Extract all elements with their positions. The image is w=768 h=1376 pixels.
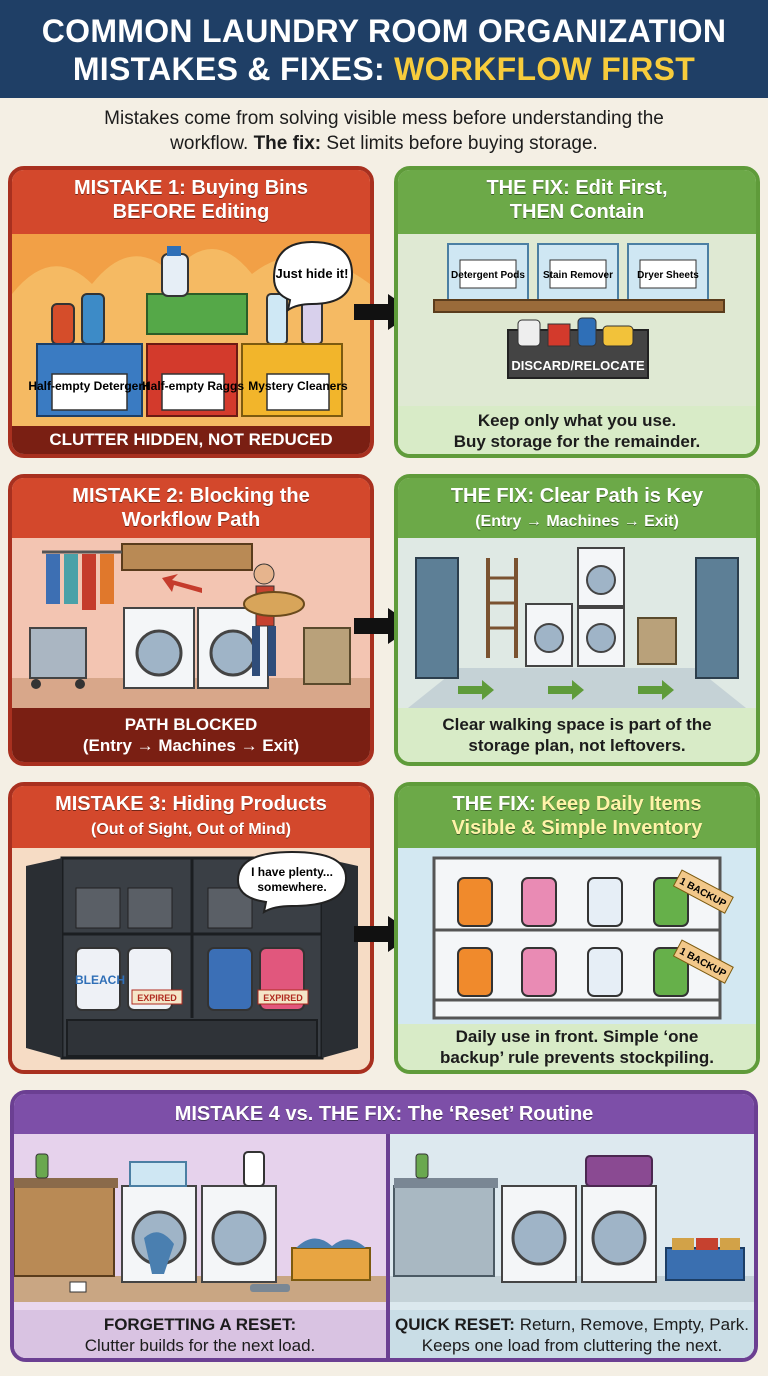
mistake-3-panel: MISTAKE 3: Hiding Products (Out of Sight… <box>8 782 374 1074</box>
edited-shelf-illustration: Detergent Pods Stain Remover Dryer Sheet… <box>398 234 756 406</box>
mistake-2-caption-line-2: (Entry → Machines → Exit) <box>82 736 300 755</box>
fix-bin-label-3: Dryer Sheets <box>637 270 699 281</box>
quick-reset-caption: QUICK RESET: Return, Remove, Empty, Park… <box>390 1310 754 1358</box>
fix-1-title: THE FIX: Edit First, THEN Contain <box>398 170 756 234</box>
fix-1-title-line-1: THE FIX: Edit First, <box>486 177 668 199</box>
forgetting-reset-text: Clutter builds for the next load. <box>84 1336 316 1355</box>
bin-label-1: Half-empty Detergent <box>28 379 149 393</box>
fix-2-caption-line-2: storage plan, not leftovers. <box>468 736 686 755</box>
page-header: COMMON LAUNDRY ROOM ORGANIZATION MISTAKE… <box>0 0 768 98</box>
quick-reset-text: Keeps one load from cluttering the next. <box>421 1336 723 1355</box>
bin-label-2: Half-empty Raggs <box>142 379 244 393</box>
mistake-1-title-line-1: MISTAKE 1: Buying Bins <box>73 177 309 199</box>
thought-text-line-2: somewhere. <box>257 880 326 894</box>
mistake-1-caption: CLUTTER HIDDEN, NOT REDUCED <box>12 426 370 454</box>
blocked-path-illustration <box>12 538 370 716</box>
fix-3-caption-line-2: backup’ rule prevents stockpiling. <box>440 1048 714 1067</box>
fix-2-title: THE FIX: Clear Path is Key (Entry → Mach… <box>398 478 756 538</box>
bin-label-3: Mystery Cleaners <box>248 379 348 393</box>
thought-text-line-1: I have plenty... <box>251 865 333 879</box>
messy-laundry-illustration <box>14 1134 386 1302</box>
fix-2-caption-line-1: Clear walking space is part of the <box>442 715 712 734</box>
reset-routine-title: MISTAKE 4 vs. THE FIX: The ‘Reset’ Routi… <box>14 1094 754 1134</box>
reset-routine-panel: MISTAKE 4 vs. THE FIX: The ‘Reset’ Routi… <box>10 1090 758 1362</box>
fix-3-title-line-2: Visible & Simple Inventory <box>451 817 703 839</box>
title-line-2: MISTAKES & FIXES: <box>72 51 395 87</box>
quick-reset-heading: QUICK RESET: <box>395 1315 515 1334</box>
intro-line-1: Mistakes come from solving visible mess … <box>104 108 664 129</box>
title-line-1: COMMON LAUNDRY ROOM ORGANIZATION <box>41 13 727 49</box>
tidy-laundry-illustration <box>390 1134 754 1302</box>
mistake-2-title-line-1: MISTAKE 2: Blocking the <box>72 485 310 507</box>
mistake-1-title-line-2: BEFORE Editing <box>112 201 270 223</box>
fix-2-caption: Clear walking space is part of the stora… <box>398 708 756 762</box>
mistake-2-caption-line-1: PATH BLOCKED <box>124 715 258 734</box>
fix-1-title-line-2: THEN Contain <box>509 201 645 223</box>
fix-1-panel: THE FIX: Edit First, THEN Contain Deterg… <box>394 166 760 458</box>
intro-line-2: workflow. <box>170 133 254 154</box>
intro-bold: The fix: <box>253 133 322 154</box>
mistake-2-title: MISTAKE 2: Blocking the Workflow Path <box>12 478 370 538</box>
bleach-label: BLEACH <box>75 973 125 987</box>
mistake-1-title: MISTAKE 1: Buying Bins BEFORE Editing <box>12 170 370 234</box>
fix-2-title-line-2: (Entry → Machines → Exit) <box>475 513 679 530</box>
section-divider <box>386 1134 390 1358</box>
expired-label-1: EXPIRED <box>137 993 177 1003</box>
visible-shelf-illustration: 1 BACKUP 1 BACKUP <box>398 848 756 1024</box>
mistake-2-caption: PATH BLOCKED (Entry → Machines → Exit) <box>12 708 370 762</box>
fix-bin-label-2: Stain Remover <box>543 270 613 281</box>
fix-2-title-line-1: THE FIX: Clear Path is Key <box>450 485 704 507</box>
fix-2-panel: THE FIX: Clear Path is Key (Entry → Mach… <box>394 474 760 766</box>
mistake-3-title: MISTAKE 3: Hiding Products (Out of Sight… <box>12 786 370 848</box>
clear-path-illustration <box>398 538 756 716</box>
expired-label-2: EXPIRED <box>263 993 303 1003</box>
forgetting-reset-section: FORGETTING A RESET: Clutter builds for t… <box>14 1134 386 1358</box>
intro-rest: Set limits before buying storage. <box>321 133 598 154</box>
fix-1-caption-line-2: Buy storage for the remainder. <box>453 432 701 451</box>
fix-1-caption-line-1: Keep only what you use. <box>477 411 677 430</box>
fix-3-caption: Daily use in front. Simple ‘one backup’ … <box>398 1024 756 1070</box>
mistake-2-title-line-2: Workflow Path <box>121 509 261 531</box>
forgetting-reset-caption: FORGETTING A RESET: Clutter builds for t… <box>14 1310 386 1358</box>
intro-text: Mistakes come from solving visible mess … <box>20 106 748 156</box>
page-title: COMMON LAUNDRY ROOM ORGANIZATION MISTAKE… <box>0 12 768 88</box>
thought-bubble-text: Just hide it! <box>276 266 349 281</box>
discard-label: DISCARD/RELOCATE <box>511 358 645 373</box>
fix-1-caption: Keep only what you use. Buy storage for … <box>398 406 756 454</box>
mistake-3-title-line-1: MISTAKE 3: Hiding Products <box>55 793 327 815</box>
hidden-cabinet-illustration: BLEACH EXPIRED EXPIRED I have plenty... … <box>12 848 370 1070</box>
forgetting-reset-heading: FORGETTING A RESET: <box>103 1315 297 1334</box>
fix-3-title-highlight: Keep Daily Items <box>541 793 702 815</box>
fix-3-caption-line-1: Daily use in front. Simple ‘one <box>455 1027 699 1046</box>
mistake-1-panel: MISTAKE 1: Buying Bins BEFORE Editing Ha… <box>8 166 374 458</box>
fix-bin-label-1: Detergent Pods <box>451 270 525 281</box>
fix-3-title: THE FIX: Keep Daily Items Visible & Simp… <box>398 786 756 848</box>
mistake-2-panel: MISTAKE 2: Blocking the Workflow Path PA… <box>8 474 374 766</box>
fix-3-panel: THE FIX: Keep Daily Items Visible & Simp… <box>394 782 760 1074</box>
title-highlight: WORKFLOW FIRST <box>394 51 696 87</box>
fix-3-title-plain: THE FIX: <box>452 793 542 815</box>
mistake-3-title-line-2: (Out of Sight, Out of Mind) <box>91 821 291 838</box>
quick-reset-section: QUICK RESET: Return, Remove, Empty, Park… <box>390 1134 754 1358</box>
cluttered-bins-illustration: Half-empty Detergent Half-empty Raggs My… <box>12 234 370 430</box>
quick-reset-steps: Return, Remove, Empty, Park. <box>514 1315 749 1334</box>
